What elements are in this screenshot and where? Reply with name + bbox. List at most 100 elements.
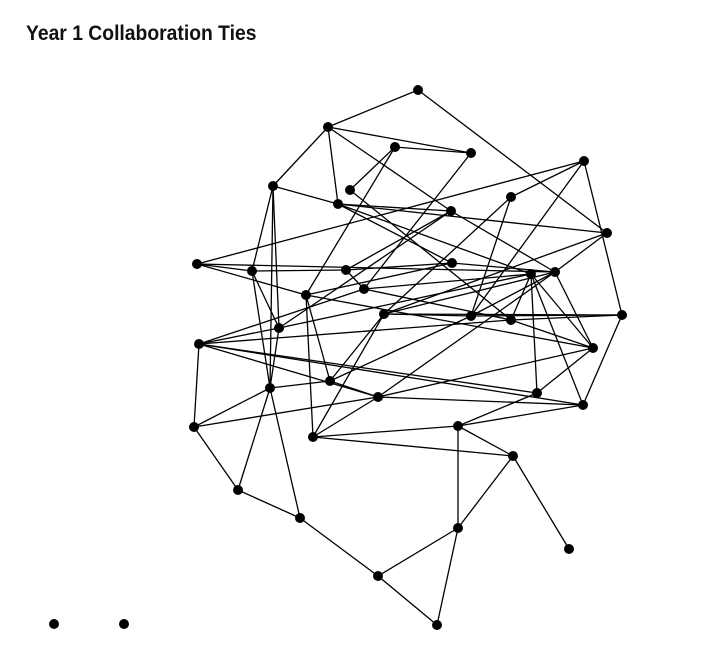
node-n27 — [265, 383, 275, 393]
edge-n2-n4 — [327, 126, 472, 154]
edge-n5-n6 — [272, 185, 339, 205]
edge-n8-n19 — [450, 210, 556, 273]
node-n18 — [526, 269, 536, 279]
edge-n21-n30 — [312, 313, 385, 438]
node-n40 — [373, 571, 383, 581]
edge-n19-n22 — [470, 271, 556, 317]
edge-n9-n24 — [583, 160, 623, 316]
node-n12 — [192, 259, 202, 269]
edge-n27-n37 — [237, 387, 271, 491]
node-n6 — [333, 199, 343, 209]
edge-n32-n24 — [582, 314, 623, 406]
edge-n9-n12 — [196, 160, 585, 265]
node-n41 — [432, 620, 442, 630]
edge-n27-n35 — [193, 387, 271, 428]
edge-n38-n40 — [299, 517, 379, 577]
edge-n25-n31 — [198, 343, 538, 394]
edge-n12-n13 — [196, 263, 253, 272]
node-n11 — [602, 228, 612, 238]
edge-n2-n8 — [327, 126, 452, 212]
edge-n19-n21 — [383, 271, 556, 315]
edge-n31-n33 — [457, 392, 538, 427]
edge-n32-n33 — [457, 404, 584, 427]
node-n46 — [49, 619, 59, 629]
graph-title: Year 1 Collaboration Ties — [26, 22, 257, 45]
edge-n21-n28 — [329, 313, 385, 382]
edge-n34-n36 — [512, 455, 570, 550]
edge-n32-n18 — [530, 273, 584, 406]
node-n29 — [373, 392, 383, 402]
edge-n28-n29 — [329, 380, 379, 398]
edge-n3-n16 — [305, 146, 396, 296]
edge-n10-n22 — [470, 196, 512, 317]
edge-n26-n19 — [554, 271, 594, 349]
edge-n17-n25 — [198, 288, 365, 345]
node-n14 — [341, 265, 351, 275]
edge-n18-n20 — [278, 273, 532, 329]
edge-n23-n26 — [510, 319, 594, 349]
edge-n15-n16 — [305, 262, 453, 296]
node-n5 — [268, 181, 278, 191]
edge-n28-n16 — [305, 294, 331, 382]
edge-n8-n20 — [278, 210, 452, 329]
node-n23 — [506, 315, 516, 325]
node-n22 — [466, 311, 476, 321]
edge-n1-n11 — [417, 89, 608, 234]
edge-n22-n24 — [470, 314, 623, 317]
edge-n12-n16 — [196, 263, 307, 296]
edge-n16-n26 — [305, 294, 594, 349]
edge-n29-n30 — [312, 396, 379, 438]
node-n17 — [359, 284, 369, 294]
node-n30 — [308, 432, 318, 442]
node-n10 — [506, 192, 516, 202]
node-layer — [49, 85, 627, 630]
edge-n22-n28 — [329, 315, 472, 382]
node-n28 — [325, 376, 335, 386]
edge-n37-n38 — [237, 489, 301, 519]
node-n9 — [579, 156, 589, 166]
edge-n30-n16 — [305, 294, 314, 438]
edge-n3-n7 — [349, 146, 396, 191]
edge-n5-n27 — [269, 185, 274, 389]
node-n38 — [295, 513, 305, 523]
edge-n40-n41 — [377, 575, 438, 626]
edge-n33-n34 — [457, 425, 514, 457]
edge-n14-n15 — [345, 262, 453, 271]
edge-n29-n35 — [193, 396, 379, 428]
edge-n6-n8 — [337, 203, 452, 212]
edge-n9-n10 — [510, 160, 585, 198]
edge-n24-n23 — [510, 314, 623, 321]
edge-n8-n14 — [345, 210, 452, 271]
edge-n2-n5 — [272, 126, 329, 187]
edge-n39-n41 — [436, 527, 459, 626]
edge-n13-n27 — [251, 270, 271, 389]
edge-n3-n4 — [394, 146, 472, 154]
edge-n5-n20 — [272, 185, 280, 329]
edge-n35-n37 — [193, 426, 239, 491]
node-n35 — [189, 422, 199, 432]
edge-n27-n38 — [269, 387, 301, 519]
edge-n30-n34 — [312, 436, 514, 457]
edge-n13-n14 — [251, 269, 347, 272]
node-n32 — [578, 400, 588, 410]
node-n15 — [447, 258, 457, 268]
node-n26 — [588, 343, 598, 353]
node-n20 — [274, 323, 284, 333]
edge-n18-n31 — [530, 273, 538, 394]
node-n36 — [564, 544, 574, 554]
edge-n6-n18 — [337, 203, 532, 275]
node-n13 — [247, 266, 257, 276]
edge-n22-n9 — [470, 160, 585, 317]
edge-n29-n32 — [377, 396, 584, 406]
node-n2 — [323, 122, 333, 132]
node-n21 — [379, 309, 389, 319]
edge-n20-n25 — [198, 327, 280, 345]
edge-n27-n28 — [269, 380, 331, 389]
edge-n1-n2 — [327, 89, 419, 128]
edge-n25-n32 — [198, 343, 584, 406]
edge-n23-n25 — [198, 319, 512, 345]
edge-n39-n34 — [457, 455, 514, 529]
edge-layer — [193, 89, 623, 626]
node-n1 — [413, 85, 423, 95]
